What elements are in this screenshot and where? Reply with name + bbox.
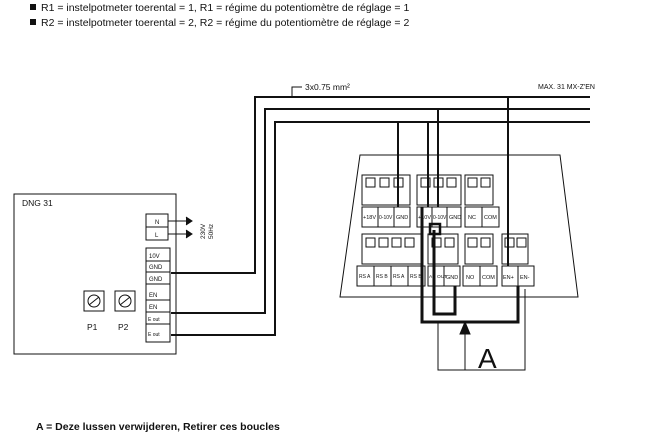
ctrl-upper-nc: NC <box>468 215 476 221</box>
power-arrows <box>168 216 193 239</box>
dng31-terminal-gnd-2: GND <box>149 277 163 283</box>
cable-label-leader <box>291 86 302 98</box>
pot-p2-frame <box>114 290 136 312</box>
upper-terminal-group-1 <box>361 174 411 228</box>
dng31-terminal-block <box>145 247 171 343</box>
legend-r2-text: R2 = instelpotmeter toerental = 2, R2 = … <box>41 17 410 29</box>
legend-r1: R1 = instelpotmeter toerental = 1, R1 = … <box>30 2 409 15</box>
upper-terminal-group-3 <box>464 174 500 228</box>
legend-r2: R2 = instelpotmeter toerental = 2, R2 = … <box>30 17 409 30</box>
loop-jumper-square <box>428 222 442 236</box>
lower-terminal-group-rs <box>356 233 426 287</box>
ctrl-lower-rs-b-1: RS B <box>376 274 388 280</box>
dng31-housing <box>13 193 177 355</box>
ctrl-lower-no: NO <box>466 275 475 281</box>
legend-r1-text: R1 = instelpotmeter toerental = 1, R1 = … <box>41 2 410 14</box>
dng31-terminal-eout-2: E out <box>148 332 160 338</box>
ctrl-lower-rs-a-2: RS A <box>393 274 405 280</box>
callout-a-bracket <box>437 289 526 371</box>
dng31-power-frequency: 50Hz <box>208 224 215 239</box>
dng31-terminal-gnd-1: GND <box>149 265 163 271</box>
removable-loops <box>420 207 520 324</box>
pot-p2-label: P2 <box>118 322 129 332</box>
ctrl-lower-en-plus: EN+ <box>503 275 514 281</box>
cable-label: 3x0.75 mm² <box>305 82 350 92</box>
ctrl-upper-gnd-1: GND <box>396 215 408 221</box>
dng31-terminal-eout-1: E out <box>148 317 160 323</box>
pot-p1-frame <box>83 290 105 312</box>
controller-wires <box>397 97 509 266</box>
dng31-terminal-10v: 10V <box>149 254 160 260</box>
main-cable <box>171 96 590 336</box>
pot-p1-icon[interactable] <box>87 294 101 308</box>
dng31-terminal-en-2: EN <box>149 305 157 311</box>
footnote: A = Deze lussen verwijderen, Retirer ces… <box>36 421 280 433</box>
dng31-title: DNG 31 <box>22 198 53 208</box>
ctrl-lower-rs-b-2: RS B <box>410 274 422 280</box>
bullet-square-icon <box>30 4 36 10</box>
dng31-power-n: N <box>155 220 159 226</box>
dng31-terminal-en-1: EN <box>149 293 157 299</box>
ctrl-lower-com: COM <box>482 275 495 281</box>
dng31-power-l: L <box>155 233 159 239</box>
lower-terminal-group-an <box>427 233 461 287</box>
callout-a-letter: A <box>478 343 497 374</box>
dng31-power-voltage: 230V <box>200 223 207 239</box>
pot-p2-icon[interactable] <box>118 294 132 308</box>
lower-terminal-group-no <box>462 233 498 287</box>
ctrl-lower-an-out: AN OUT <box>429 274 447 280</box>
ctrl-upper-com: COM <box>484 215 497 221</box>
pot-p1-label: P1 <box>87 322 98 332</box>
ctrl-lower-en-minus: EN- <box>520 275 530 281</box>
max-label: MAX. 31 MX-Z'EN <box>538 84 595 91</box>
ctrl-lower-gnd: GND <box>446 275 458 281</box>
ctrl-upper-0-10v-2: 0-10V <box>433 215 447 221</box>
controller-housing <box>339 154 579 298</box>
ctrl-upper-gnd-2: GND <box>449 215 461 221</box>
ctrl-lower-rs-a-1: RS A <box>359 274 371 280</box>
ctrl-upper-0-10v-1: 0-10V <box>379 215 393 221</box>
bullet-square-icon <box>30 19 36 25</box>
ctrl-upper-18v: +18V <box>363 215 376 221</box>
ctrl-upper-10v: +10V <box>418 215 431 221</box>
